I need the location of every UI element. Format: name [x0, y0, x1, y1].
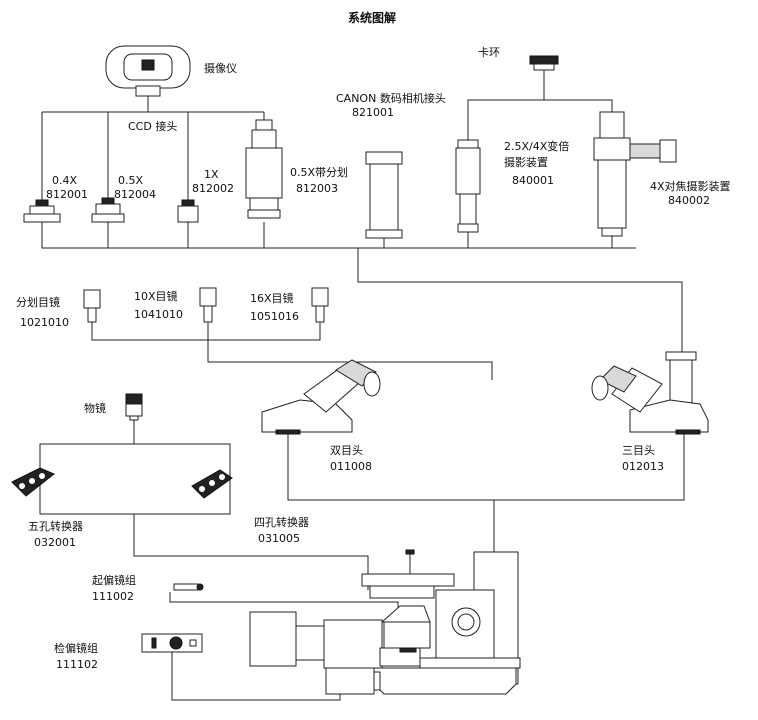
- polarizer-label: 起偏镜组: [92, 573, 136, 587]
- adapter-1x-label: 1X: [204, 168, 219, 181]
- canon-code: 821001: [352, 106, 394, 119]
- photo-device-25x-4x: [455, 139, 481, 233]
- trinocular-head: [591, 351, 709, 435]
- ep10-label: 10X目镜: [134, 289, 178, 303]
- canon-label: CANON 数码相机接头: [336, 91, 446, 105]
- ep10-code: 1041010: [134, 308, 183, 321]
- adapter-05x-reticle-label: 0.5X带分划: [290, 166, 348, 179]
- reticle-eyepiece: [83, 289, 101, 323]
- nosepiece-4-hole: [191, 469, 233, 499]
- analyzer-label: 检偏镜组: [54, 641, 98, 655]
- objective-label: 物镜: [84, 401, 106, 415]
- adapter-05x-label: 0.5X: [118, 174, 143, 187]
- photo24-label-2: 摄影装置: [504, 155, 548, 169]
- reticle-code: 1021010: [20, 316, 69, 329]
- nose4-label: 四孔转换器: [254, 515, 309, 529]
- microscope-body: [249, 549, 521, 695]
- adapter-05x: [91, 197, 125, 223]
- adapter-1x: [177, 199, 199, 223]
- trino-label: 三目头: [622, 444, 655, 457]
- adapter-04x: [23, 199, 61, 223]
- clamp-ring: [529, 55, 559, 71]
- nose5-label: 五孔转换器: [28, 519, 83, 533]
- adapter-04x-code: 812001: [46, 188, 88, 201]
- binocular-head: [261, 359, 381, 435]
- ep16-label: 16X目镜: [250, 291, 294, 305]
- eyepiece-16x: [311, 287, 329, 323]
- adapter-1x-code: 812002: [192, 182, 234, 195]
- adapter-05x-code: 812004: [114, 188, 156, 201]
- eyepiece-10x: [199, 287, 217, 323]
- nose5-code: 032001: [34, 536, 76, 549]
- ccd-label: CCD 接头: [128, 120, 177, 133]
- photo24-label-1: 2.5X/4X变倍: [504, 139, 569, 153]
- analyzer-set: [141, 633, 203, 653]
- canon-adapter: [365, 151, 403, 239]
- adapter-05x-reticle: [245, 119, 283, 219]
- nose4-code: 031005: [258, 532, 300, 545]
- analyzer-code: 111102: [56, 658, 98, 671]
- polarizer-set: [173, 583, 204, 591]
- trino-code: 012013: [622, 460, 664, 473]
- bino-label: 双目头: [330, 444, 363, 457]
- polarizer-code: 111002: [92, 590, 134, 603]
- camera-unit: [105, 45, 191, 97]
- adapter-04x-label: 0.4X: [52, 174, 77, 187]
- photo24-code: 840001: [512, 174, 554, 187]
- photo4-label: 4X对焦摄影装置: [650, 179, 731, 193]
- nosepiece-5-hole: [11, 467, 55, 497]
- objective-lens: [125, 393, 143, 421]
- ep16-code: 1051016: [250, 310, 299, 323]
- reticle-label: 分划目镜: [16, 295, 60, 309]
- camera-label: 摄像仪: [204, 61, 237, 75]
- adapter-05x-reticle-code: 812003: [296, 182, 338, 195]
- photo-device-4x: [593, 111, 677, 237]
- diagram-title: 系统图解: [348, 10, 396, 25]
- photo4-code: 840002: [668, 194, 710, 207]
- ring-label: 卡环: [478, 46, 500, 59]
- bino-code: 011008: [330, 460, 372, 473]
